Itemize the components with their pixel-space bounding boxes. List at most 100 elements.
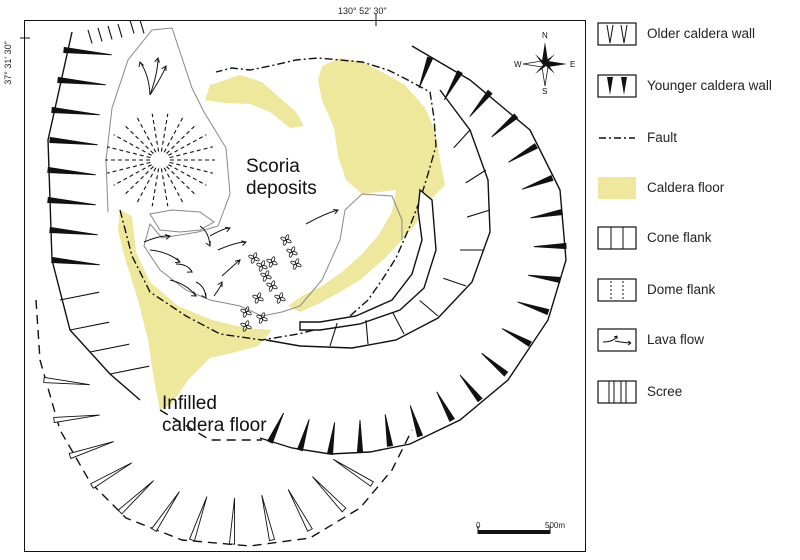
older-wall-tick — [53, 414, 100, 424]
older-wall-tick — [68, 441, 114, 460]
caldera-floor-southwest — [118, 210, 272, 410]
lava-flow-arrow — [139, 61, 151, 96]
scoria-symbol — [260, 270, 272, 282]
younger-wall-tick — [528, 274, 561, 284]
legend-item-cone-flank: Cone flank — [597, 226, 797, 252]
lava-flow-arrowhead — [161, 65, 167, 72]
lava-flow-arrowhead — [332, 209, 339, 215]
lava-flow-arrowhead — [165, 234, 172, 240]
older-wall-tick — [228, 498, 236, 545]
compass-n: N — [542, 31, 548, 40]
lava-flow-arrowhead — [138, 61, 144, 67]
scale-end-label: 500m — [545, 521, 566, 530]
older-wall-south — [35, 299, 413, 547]
scoria-symbol — [280, 234, 292, 246]
longitude-label: 130° 52' 30" — [338, 6, 387, 16]
older-wall-tick — [312, 476, 347, 513]
legend-item-dome-flank: Dome flank — [597, 278, 797, 304]
younger-caldera-wall-icon — [597, 74, 637, 98]
younger-wall-tick — [326, 422, 336, 455]
younger-wall-tick — [409, 405, 424, 438]
younger-wall-tick — [384, 414, 394, 447]
scoria-symbol — [266, 256, 278, 268]
legend-label: Dome flank — [647, 282, 716, 297]
younger-wall-tick — [47, 196, 96, 206]
lava-flow-arrow — [149, 65, 167, 96]
scoria-symbol — [252, 292, 264, 304]
older-wall-tick — [287, 489, 313, 532]
lava-flow-arrow — [217, 241, 247, 251]
older-wall-tick — [332, 458, 375, 487]
flank-tick — [139, 21, 145, 34]
dome-radial-line — [169, 161, 213, 174]
dome-radial-line — [151, 168, 160, 207]
younger-wall-tick — [63, 46, 112, 56]
lava-flow-arrowhead — [241, 240, 248, 246]
flank-tick — [129, 21, 135, 34]
scoria-symbol — [274, 292, 286, 304]
lava-flow-arrow — [221, 259, 241, 277]
younger-wall-tick — [443, 70, 463, 101]
lava-flow-arrowhead — [201, 292, 207, 299]
dome-radial-line — [168, 164, 207, 186]
scoria-symbols — [240, 234, 302, 332]
legend-label: Caldera floor — [647, 180, 725, 195]
older-wall-tick — [117, 480, 154, 515]
flank-tick — [419, 300, 439, 317]
flank-tick — [89, 343, 130, 353]
dome-radial-line — [160, 113, 169, 152]
younger-wall-tick — [49, 226, 98, 236]
lava-flow-arrowhead — [224, 226, 231, 233]
latitude-label: 37° 31' 30" — [2, 41, 13, 85]
younger-wall-tick — [51, 106, 100, 116]
compass-e: E — [570, 60, 576, 69]
caldera-wall-ticks — [43, 21, 567, 545]
younger-wall-tick — [356, 419, 364, 453]
flank-tick — [97, 27, 103, 42]
flank-tick — [453, 129, 471, 149]
map-frame — [24, 20, 586, 552]
flank-tick — [107, 25, 113, 40]
scale-start-label: 0 — [476, 521, 481, 530]
younger-wall-outer — [47, 31, 141, 401]
younger-wall-tick — [469, 89, 493, 118]
younger-wall-tick — [533, 242, 567, 250]
younger-wall-tick — [436, 391, 455, 422]
lava-flow-arrow — [195, 281, 207, 299]
dome-radial-line — [113, 134, 152, 156]
dome-radial-line — [160, 168, 169, 207]
lava-flow-arrowhead — [235, 259, 241, 265]
younger-wall-tick — [459, 374, 483, 403]
legend-label: Fault — [647, 130, 678, 145]
fault-line — [119, 57, 437, 341]
caldera-floor-east — [288, 58, 445, 312]
legend-item-scree: Scree — [597, 380, 797, 406]
lava-flow-arrowhead — [190, 291, 197, 297]
older-wall-tick — [90, 462, 133, 489]
caldera-floor-icon — [598, 177, 636, 199]
lava-flow-arrow — [305, 209, 339, 225]
older-caldera-wall-icon — [597, 22, 637, 46]
lava-flow-icon — [597, 328, 637, 352]
inner-cone-hole — [149, 209, 215, 233]
dome-radial-line — [151, 113, 160, 152]
flank-tick — [59, 291, 100, 301]
compass-rose — [522, 42, 567, 87]
legend-label: Lava flow — [647, 332, 705, 347]
scree-icon — [597, 380, 637, 404]
scoria-symbol — [240, 306, 252, 318]
lava-flow-arrows — [138, 56, 339, 299]
legend-label: Younger caldera wall — [647, 78, 772, 93]
younger-wall-tick — [267, 412, 285, 444]
compass-w: W — [514, 60, 522, 69]
younger-wall-tick — [491, 113, 519, 138]
dome-radial-line — [113, 164, 152, 186]
older-wall-tick — [151, 491, 180, 533]
younger-wall-tick — [530, 208, 564, 219]
caldera-floor-north — [205, 75, 304, 128]
scoria-symbol — [286, 246, 298, 258]
older-wall-tick — [261, 495, 276, 542]
legend-item-caldera-floor: Caldera floor — [597, 176, 797, 202]
cone-flank-icon — [597, 226, 637, 250]
scoria-symbol — [290, 258, 302, 270]
